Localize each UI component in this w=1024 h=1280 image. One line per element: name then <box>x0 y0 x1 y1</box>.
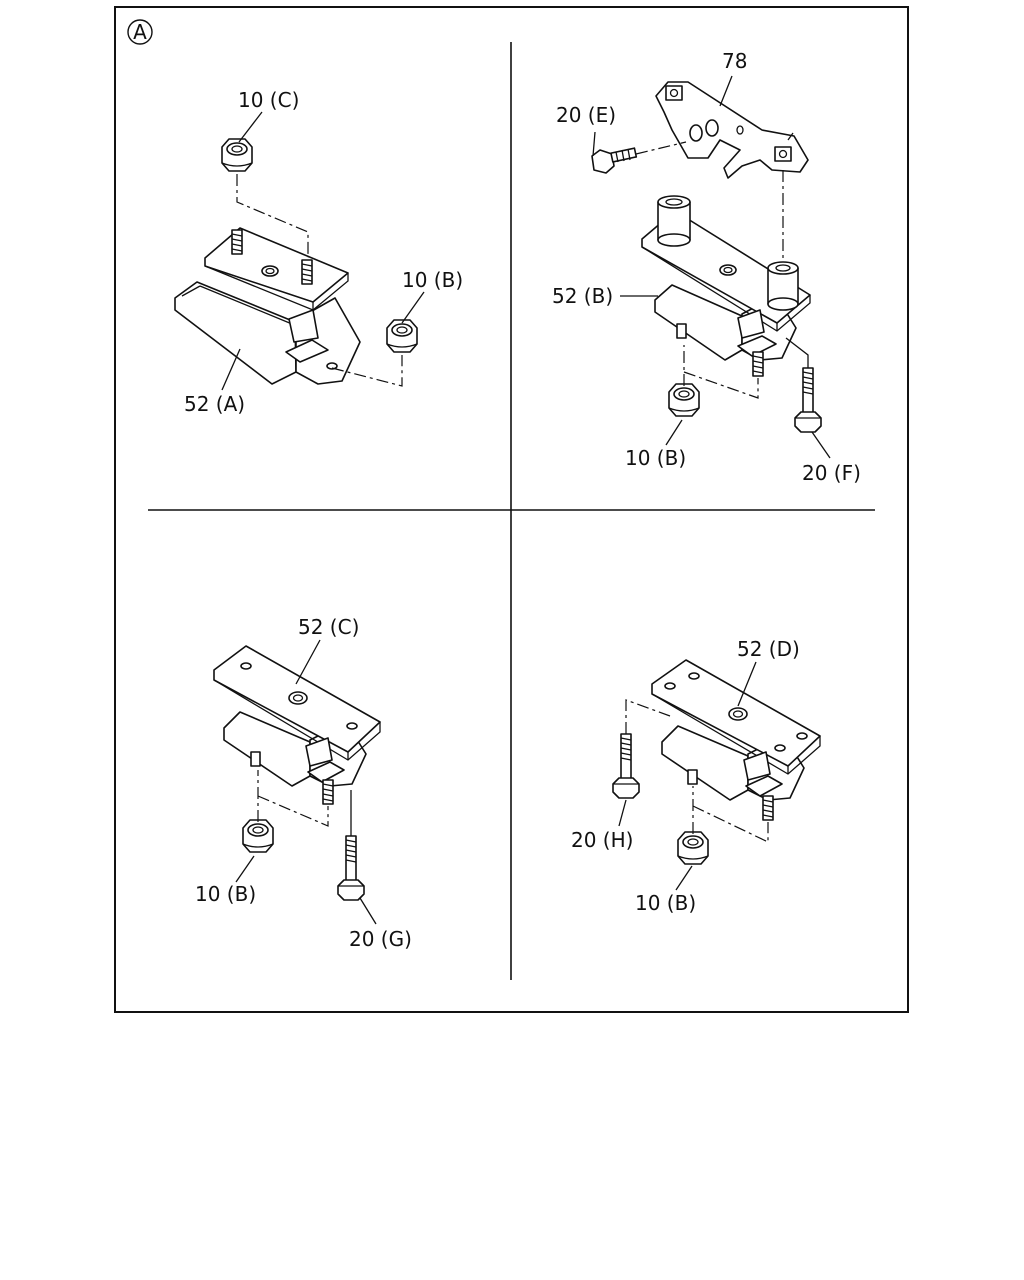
label-nut-10b: 10 (B) <box>195 882 256 906</box>
bolt-20h <box>612 733 640 799</box>
view-marker-label: A <box>133 20 147 44</box>
bolt-20f <box>794 367 822 433</box>
label-nut-10b: 10 (B) <box>625 446 686 470</box>
label-mount-52b: 52 (B) <box>552 284 613 308</box>
label-bolt-20h: 20 (H) <box>571 828 633 852</box>
label-mount-52c: 52 (C) <box>298 615 359 639</box>
frame-border <box>114 6 909 1013</box>
mount-52b <box>641 195 811 377</box>
panel-bottom-left: 52 (C) 10 (B) 20 (G) <box>195 615 412 951</box>
panel-top-right: 78 20 (E) 52 (B) 10 (B) 20 (F) <box>552 49 861 485</box>
nut-10b-bottom-right <box>677 831 709 865</box>
label-mount-52a: 52 (A) <box>184 392 245 416</box>
label-mount-52d: 52 (D) <box>737 637 800 661</box>
view-marker: A <box>127 19 153 45</box>
label-bolt-upper: 20 (E) <box>556 103 616 127</box>
panel-top-left: 10 (C) 10 (B) 52 (A) <box>174 88 463 416</box>
bolt-20g <box>337 835 365 901</box>
mount-52b-stud-right <box>767 261 799 311</box>
nut-10c <box>221 138 253 172</box>
label-bolt-20g: 20 (G) <box>349 927 412 951</box>
label-nut-10b: 10 (B) <box>635 891 696 915</box>
mount-52a <box>174 227 361 385</box>
nut-10b-top-right <box>668 383 700 417</box>
mount-52b-stud-left <box>657 195 691 247</box>
nut-10b-bottom-left <box>242 819 274 853</box>
nut-10b-right <box>386 319 418 353</box>
label-nut-right: 10 (B) <box>402 268 463 292</box>
label-nut-top: 10 (C) <box>238 88 299 112</box>
bracket-78 <box>655 81 809 179</box>
mount-52c <box>213 645 381 805</box>
mount-52d <box>651 659 821 821</box>
bolt-20e <box>591 147 638 174</box>
label-bracket-78: 78 <box>722 49 747 73</box>
label-bolt-lower: 20 (F) <box>802 461 861 485</box>
panel-bottom-right: 52 (D) 20 (H) 10 (B) <box>571 637 821 915</box>
